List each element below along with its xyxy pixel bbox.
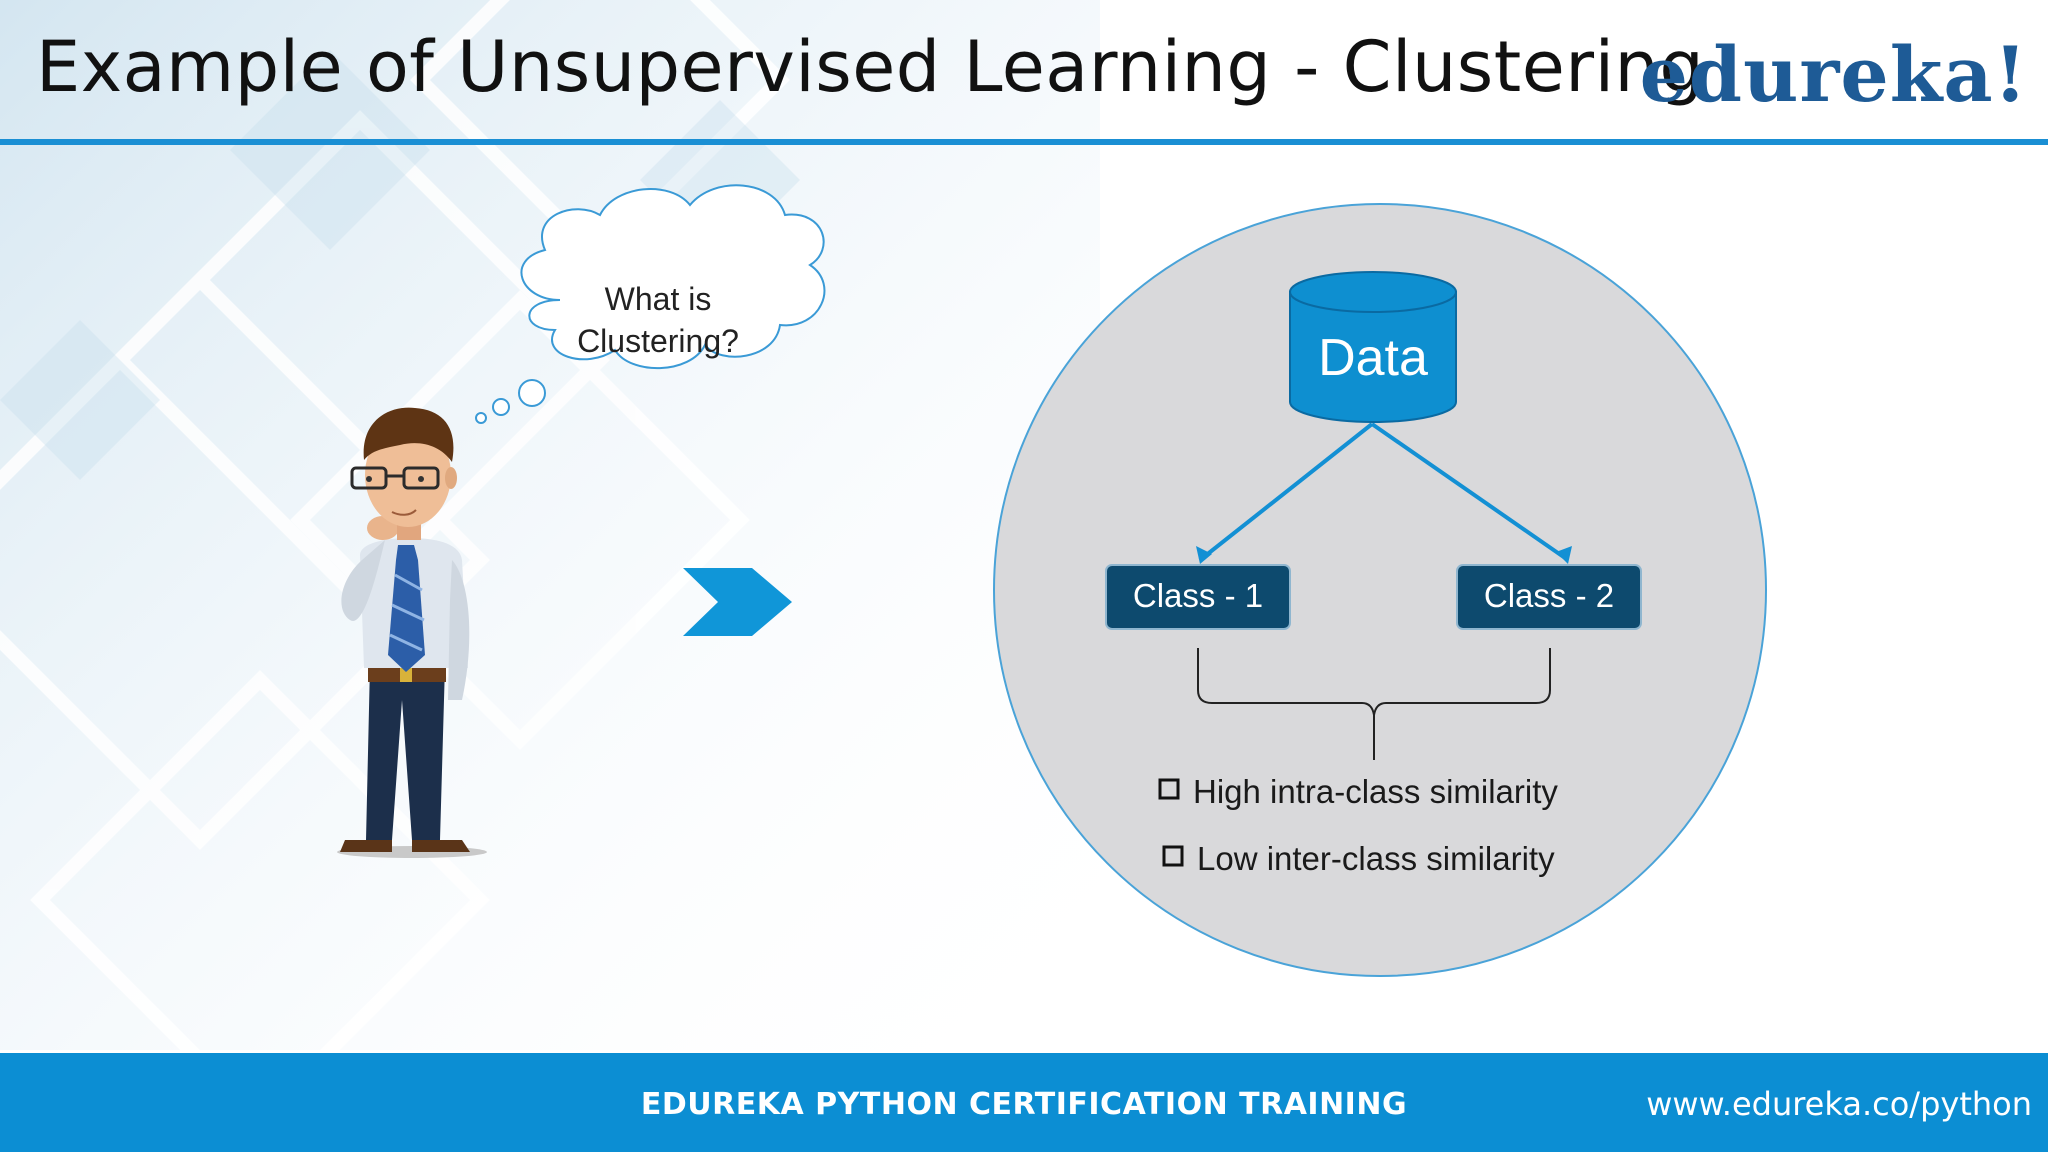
thinking-man-illustration	[337, 407, 487, 858]
slide-title: Example of Unsupervised Learning - Clust…	[36, 26, 1705, 108]
diagram-circle	[993, 203, 1767, 977]
grouping-brace	[1197, 648, 1551, 760]
title-divider	[0, 139, 2048, 145]
class-2-box: Class - 2	[1456, 564, 1642, 630]
connector-lines	[1198, 422, 1570, 562]
footer-bar: EDUREKA PYTHON CERTIFICATION TRAINING ww…	[0, 1053, 2048, 1152]
arrowhead-left	[1196, 546, 1212, 564]
arrowhead-right	[1556, 546, 1572, 564]
checkbox-icon	[1158, 778, 1180, 800]
database-cylinder-icon: Data	[1289, 271, 1457, 423]
footer-url: www.edureka.co/python	[1646, 1085, 2032, 1123]
class-1-box: Class - 1	[1105, 564, 1291, 630]
chevron-right-arrow-icon	[683, 568, 792, 636]
thought-bubble: What is Clustering?	[475, 184, 826, 424]
property-1: High intra-class similarity	[1158, 773, 1558, 810]
property-2-text: Low inter-class similarity	[1197, 840, 1555, 877]
edureka-logo: edureka!	[1639, 30, 2028, 119]
property-2: Low inter-class similarity	[1162, 840, 1555, 877]
class-1-label: Class - 1	[1133, 577, 1263, 614]
class-2-label: Class - 2	[1484, 577, 1614, 614]
clustering-diagram: What is Clustering?	[337, 184, 1767, 977]
thought-line-1: What is	[605, 281, 712, 317]
thought-line-2: Clustering?	[577, 323, 739, 359]
property-1-text: High intra-class similarity	[1193, 773, 1558, 810]
checkbox-icon	[1162, 845, 1184, 867]
data-node-label: Data	[1318, 329, 1428, 387]
footer-title: EDUREKA PYTHON CERTIFICATION TRAINING	[640, 1087, 1408, 1122]
